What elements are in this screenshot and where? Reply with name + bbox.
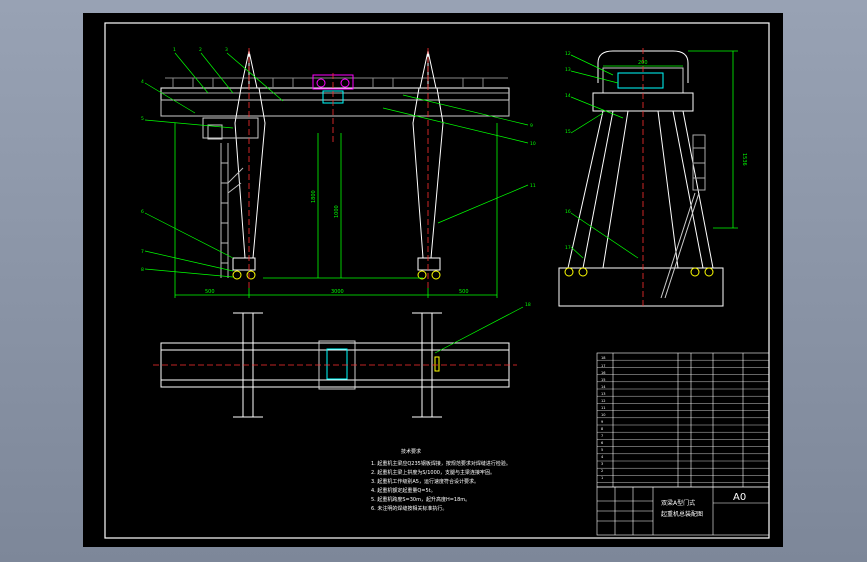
part-no: 16 xyxy=(601,371,605,375)
callout: 8 xyxy=(141,267,144,273)
callouts-side: 12 13 14 15 16 17 xyxy=(565,51,571,251)
part-no: 15 xyxy=(601,378,605,382)
front-elevation xyxy=(160,50,510,280)
callout: 18 xyxy=(525,302,531,308)
drawing-canvas: 500 3000 500 1800 1000 1 xyxy=(104,22,770,539)
callout: 7 xyxy=(141,249,144,255)
callout: 5 xyxy=(141,116,144,122)
right-bogie xyxy=(417,257,441,271)
drawing-sheet: 500 3000 500 1800 1000 1 xyxy=(83,13,783,547)
callout: 16 xyxy=(565,209,571,215)
leaders-front xyxy=(144,52,529,278)
part-no: 4 xyxy=(601,455,604,459)
callouts-front: 1 2 3 4 5 6 7 8 9 10 11 xyxy=(141,47,536,273)
part-no: 9 xyxy=(601,420,603,424)
leaders-side xyxy=(570,54,639,259)
part-no: 5 xyxy=(601,448,603,452)
side-sill xyxy=(558,267,724,307)
callout: 4 xyxy=(141,79,144,85)
part-no: 10 xyxy=(601,413,605,417)
callout: 1 xyxy=(173,47,176,53)
part-no: 17 xyxy=(601,364,605,368)
dim-height-inner: 1000 xyxy=(334,205,340,218)
part-no: 1 xyxy=(601,476,603,480)
part-no: 8 xyxy=(601,427,603,431)
dim-height-main: 1800 xyxy=(311,190,317,203)
callout: 10 xyxy=(530,141,536,147)
note-line: 3. 起重机工作级别A5，运行速度符合设计要求。 xyxy=(371,478,479,485)
callout: 2 xyxy=(199,47,202,53)
notes-title: 技术要求 xyxy=(401,448,421,455)
part-no: 13 xyxy=(601,392,605,396)
drawing-subtitle: 起重机总装配图 xyxy=(661,510,703,518)
left-leg xyxy=(234,87,266,259)
part-no: 18 xyxy=(601,356,605,360)
railing xyxy=(165,77,508,88)
title-block xyxy=(596,486,770,536)
part-no: 11 xyxy=(601,406,605,410)
note-line: 2. 起重机主梁上拱度为S/1000，支腿与主梁连接牢固。 xyxy=(371,469,495,476)
dim-side-height: 1536 xyxy=(741,153,747,166)
dimensions-side xyxy=(603,50,738,229)
callout: 3 xyxy=(225,47,228,53)
leader-plan xyxy=(434,306,524,354)
part-no: 6 xyxy=(601,441,603,445)
dim-span-left: 500 xyxy=(205,289,215,295)
operator-cab xyxy=(202,117,259,139)
callout: 17 xyxy=(565,245,571,251)
dimensions-front xyxy=(174,123,498,298)
note-line: 5. 起重机跨度S=30m，起升高度H=18m。 xyxy=(371,496,470,503)
callout: 12 xyxy=(565,51,571,57)
parts-rows xyxy=(597,360,769,483)
girder-lower xyxy=(160,99,510,117)
drawing-title: 双梁A型门式 xyxy=(661,499,695,507)
callout: 6 xyxy=(141,209,144,215)
part-no: 3 xyxy=(601,462,603,466)
side-elevation xyxy=(558,50,724,307)
note-line: 6. 未注明的焊缝按相关标准执行。 xyxy=(371,505,447,512)
left-bogie xyxy=(232,257,256,271)
note-line: 4. 起重机额定起重量Q=5t。 xyxy=(371,487,436,494)
callout: 15 xyxy=(565,129,571,135)
part-no: 12 xyxy=(601,399,605,403)
sheet-border xyxy=(104,22,770,539)
callout: 9 xyxy=(530,123,533,129)
callout: 11 xyxy=(530,183,536,189)
part-no: 7 xyxy=(601,434,603,438)
note-line: 1. 起重机主梁应Q235钢板焊接，按规范要求对焊缝进行检验。 xyxy=(371,460,511,467)
callout: 14 xyxy=(565,93,571,99)
parts-numbers: 18 17 16 15 14 13 12 11 10 9 8 7 6 5 4 3… xyxy=(601,356,606,480)
dim-span-main: 3000 xyxy=(331,289,344,295)
parts-list xyxy=(596,352,770,488)
callout: 13 xyxy=(565,67,571,73)
dim-trolley-gauge: 200 xyxy=(638,60,648,66)
centerlines-front xyxy=(248,48,429,288)
part-no: 14 xyxy=(601,385,606,389)
part-no: 2 xyxy=(601,469,603,473)
technical-notes: 技术要求 1. 起重机主梁应Q235钢板焊接，按规范要求对焊缝进行检验。 2. … xyxy=(371,448,511,512)
dim-span-right: 500 xyxy=(459,289,469,295)
main-girder xyxy=(160,87,510,101)
sheet-size: A0 xyxy=(733,492,746,503)
